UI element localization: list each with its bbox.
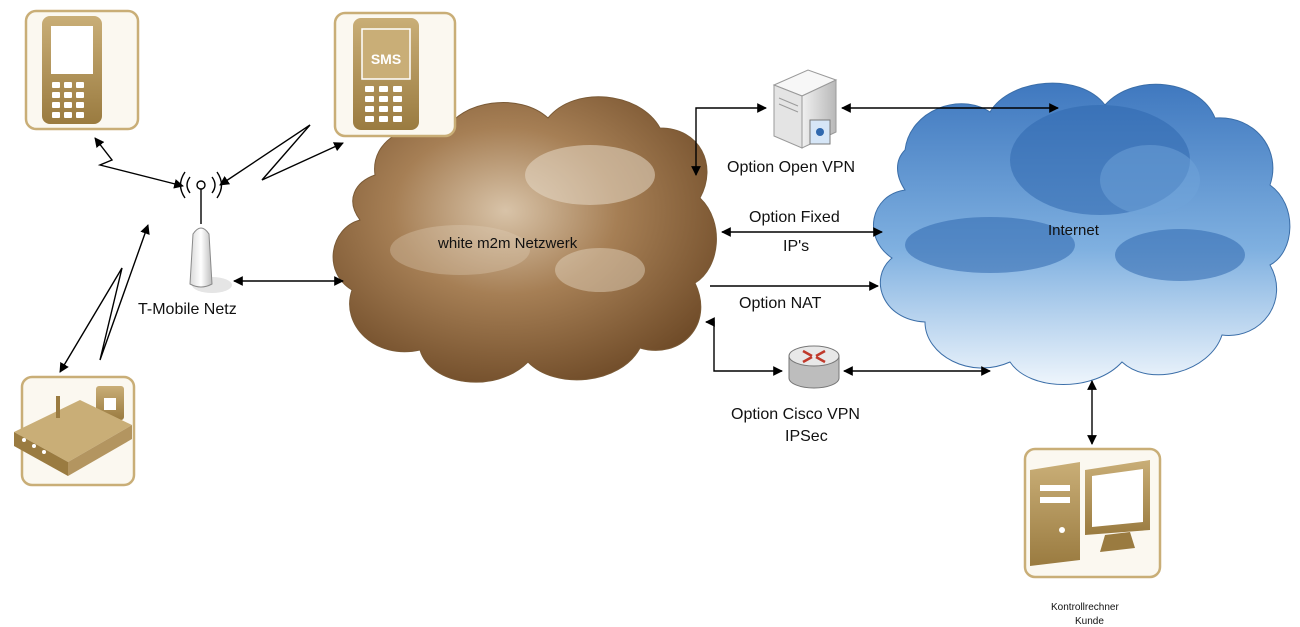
antenna-icon (179, 171, 232, 293)
tmobile-label: T-Mobile Netz (138, 301, 237, 318)
sms-screen-label: SMS (371, 51, 401, 67)
sms-antenna-link (219, 124, 344, 186)
sms-phone-icon: SMS (333, 11, 457, 138)
vpn-server-icon (772, 69, 838, 149)
cisco-vpn-label-line1: Option Cisco VPN (731, 406, 860, 423)
control-pc-label-line1: Kontrollrechner (1051, 602, 1119, 613)
fixed-ip-label-line1: Option Fixed (749, 209, 840, 226)
open-vpn-label: Option Open VPN (727, 159, 855, 176)
connectors (59, 103, 1097, 445)
m2m-cisco-link (705, 317, 783, 376)
m2m-network-cloud (332, 96, 717, 383)
phone-antenna-link (94, 137, 184, 189)
modem-sim-icon (14, 375, 136, 487)
internet-label: Internet (1048, 222, 1100, 239)
m2m-openvpn-link (691, 103, 767, 176)
cisco-vpn-label-line2: IPSec (785, 428, 828, 445)
cisco-router-icon (788, 345, 840, 389)
control-pc-label-line2: Kunde (1075, 616, 1104, 627)
internet-cloud (873, 82, 1291, 385)
mobile-phone-icon (24, 9, 140, 131)
fixed-ip-label-line2: IP's (783, 238, 809, 255)
nat-label: Option NAT (739, 295, 822, 312)
modem-antenna-link (59, 224, 150, 373)
customer-computer-icon (1023, 447, 1162, 579)
m2m-network-label: white m2m Netzwerk (437, 235, 578, 252)
